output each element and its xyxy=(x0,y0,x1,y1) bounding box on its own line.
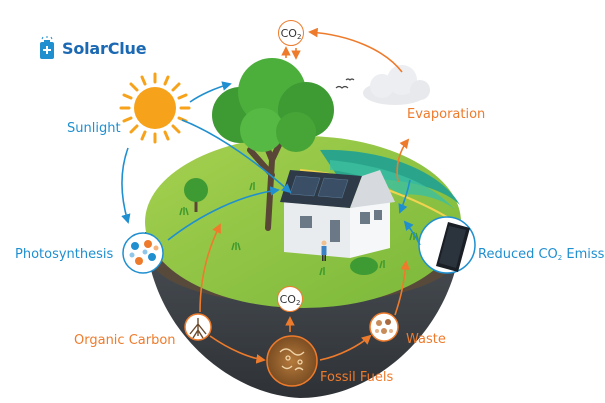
co2-top-sub: 2 xyxy=(296,33,302,41)
house-icon xyxy=(280,170,395,261)
waste-icon xyxy=(369,312,399,342)
tree-icon xyxy=(212,58,334,231)
brand-logo: SolarClue xyxy=(38,36,147,60)
reduced-co2-suffix: Emiss xyxy=(562,247,605,262)
sun-icon xyxy=(119,72,191,144)
brand-name: SolarClue xyxy=(62,38,147,58)
label-organic-carbon: Organic Carbon xyxy=(74,333,176,348)
cloud-icon xyxy=(363,65,430,105)
solar-panel-icon xyxy=(289,175,349,199)
label-waste: Waste xyxy=(406,332,446,347)
co2-badge-top: CO2 xyxy=(278,20,304,46)
carbon-arrows xyxy=(199,27,411,364)
reduced-co2-prefix: Reduced CO xyxy=(478,247,558,262)
solar-device-icon xyxy=(418,216,476,274)
molecules-icon xyxy=(122,232,164,274)
small-tree-icon xyxy=(184,178,378,275)
label-evaporation: Evaporation xyxy=(407,107,486,122)
reduced-co2-sub: 2 xyxy=(557,254,563,262)
fossil-icon xyxy=(266,335,318,387)
co2-badge-bottom: CO2 xyxy=(277,286,303,312)
label-sunlight: Sunlight xyxy=(67,121,121,136)
label-photosynthesis: Photosynthesis xyxy=(15,247,114,262)
battery-solar-icon xyxy=(38,36,56,60)
birds-icon xyxy=(335,78,355,89)
label-reduced-co2: Reduced CO2 Emiss xyxy=(478,247,605,266)
co2-bottom-text: CO xyxy=(279,293,296,306)
co2-top-text: CO xyxy=(280,27,297,40)
sunlight-arrows xyxy=(121,81,421,246)
label-fossil-fuels: Fossil Fuels xyxy=(320,370,394,385)
co2-bottom-sub: 2 xyxy=(295,299,301,307)
person-icon xyxy=(321,240,327,261)
roots-icon xyxy=(184,313,212,341)
